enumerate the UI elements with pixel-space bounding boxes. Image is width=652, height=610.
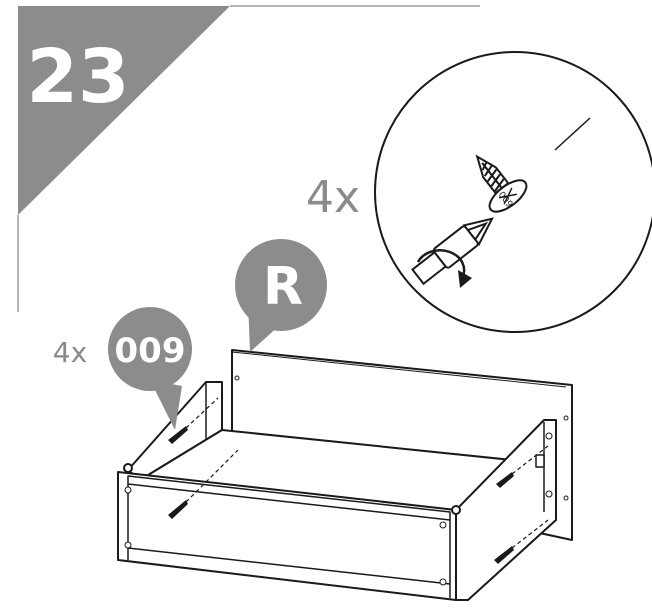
screw-callout-part: 009 — [115, 331, 186, 371]
panel-callout: R — [235, 239, 327, 352]
step-frame — [17, 5, 480, 312]
screw-callout: 4x 009 — [53, 307, 192, 430]
screw-icon: 009 — [475, 154, 528, 213]
drawer-assembly — [117, 349, 573, 601]
screw-detail: 4x 009 — [306, 51, 652, 333]
drawer-screw-icon — [168, 426, 514, 564]
detail-quantity: 4x — [306, 172, 360, 223]
rotation-arrow-icon — [416, 249, 472, 288]
panel-callout-label: R — [263, 257, 303, 317]
screw-callout-quantity: 4x — [53, 336, 87, 369]
screwdriver-icon — [411, 217, 494, 286]
step-badge: 23 — [18, 6, 230, 215]
step-number: 23 — [27, 34, 130, 120]
